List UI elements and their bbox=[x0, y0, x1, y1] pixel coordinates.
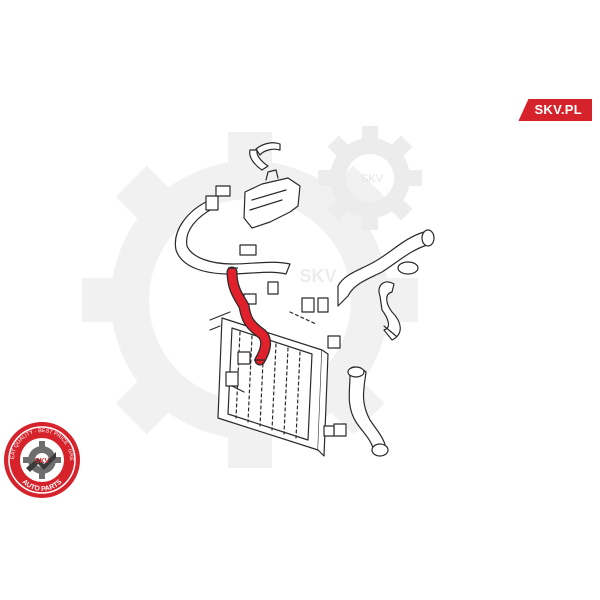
lower-radiator-hose bbox=[378, 281, 401, 341]
radiator bbox=[209, 311, 329, 457]
gear-watermark-icon bbox=[82, 126, 422, 468]
watermark-text-large: SKV bbox=[299, 266, 336, 286]
overflow-hose bbox=[249, 142, 281, 171]
watermark-text: SKV bbox=[361, 173, 384, 185]
upper-bypass-hose bbox=[174, 185, 291, 275]
hose-clamps bbox=[243, 281, 347, 437]
brand-badge: SKV.PL bbox=[518, 99, 592, 121]
seal-center-text: SKV bbox=[35, 458, 50, 465]
highlighted-coolant-hose bbox=[226, 266, 272, 366]
heater-return-hose bbox=[347, 366, 389, 457]
expansion-tank bbox=[239, 169, 301, 256]
brand-seal-icon: GREAT QUALITY · BEST PRICE · GREAT AUTO … bbox=[4, 422, 80, 498]
upper-radiator-hose bbox=[337, 229, 435, 307]
